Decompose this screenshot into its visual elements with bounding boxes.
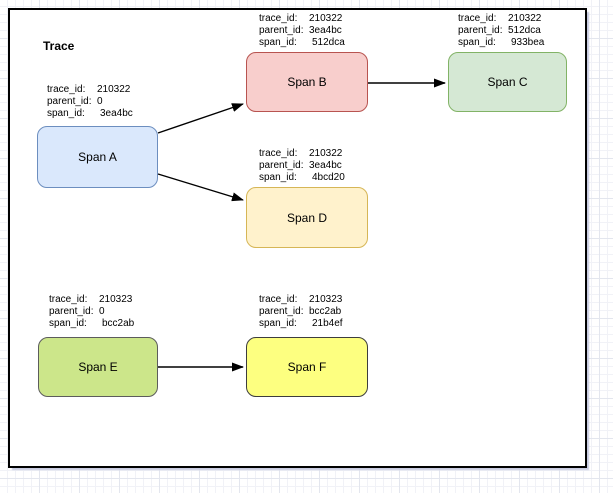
span-c-label: Span C bbox=[487, 75, 528, 89]
annotation-value: 4bcd20 bbox=[312, 172, 345, 183]
annotation-row: trace_id: 210323 bbox=[259, 294, 343, 306]
annotation-value: 210322 bbox=[97, 84, 131, 95]
annotation-row: trace_id: 210322 bbox=[259, 148, 345, 160]
annotation-key: span_id: bbox=[458, 37, 496, 48]
annotation-row: span_id: 512dca bbox=[259, 37, 345, 49]
span-d-annotation: trace_id: 210322 parent_id: 3ea4bc span_id… bbox=[259, 148, 345, 184]
annotation-value: 0 bbox=[99, 306, 105, 317]
annotation-row: span_id: 3ea4bc bbox=[47, 108, 133, 120]
annotation-value: 21b4ef bbox=[312, 318, 343, 329]
arrow-span-a-to-span-b[interactable] bbox=[157, 103, 244, 134]
diagram-title: Trace bbox=[43, 39, 75, 53]
span-d-node[interactable]: Span D bbox=[246, 187, 368, 248]
annotation-key: span_id: bbox=[47, 108, 85, 119]
span-f-label: Span F bbox=[287, 360, 327, 374]
annotation-value: 512dca bbox=[312, 37, 345, 48]
annotation-row: parent_id: 3ea4bc bbox=[259, 160, 345, 172]
annotation-key: parent_id: bbox=[259, 160, 304, 171]
annotation-key: trace_id: bbox=[458, 13, 497, 24]
annotation-key: trace_id: bbox=[259, 148, 298, 159]
annotation-value: 210322 bbox=[309, 13, 343, 24]
span-a-label: Span A bbox=[78, 150, 117, 164]
span-e-label: Span E bbox=[78, 360, 118, 374]
annotation-value: 210323 bbox=[309, 294, 343, 305]
span-f-annotation: trace_id: 210323 parent_id: bcc2ab span_id… bbox=[259, 294, 343, 330]
annotation-value: 512dca bbox=[508, 25, 541, 36]
annotation-key: span_id: bbox=[49, 318, 87, 329]
annotation-key: parent_id: bbox=[259, 25, 304, 36]
annotation-value: 3ea4bc bbox=[309, 160, 342, 171]
annotation-value: 210323 bbox=[99, 294, 133, 305]
annotation-row: span_id: 21b4ef bbox=[259, 318, 343, 330]
annotation-value: 3ea4bc bbox=[309, 25, 342, 36]
span-c-node[interactable]: Span C bbox=[448, 52, 567, 112]
annotation-key: parent_id: bbox=[49, 306, 94, 317]
span-e-node[interactable]: Span E bbox=[38, 337, 158, 397]
span-d-label: Span D bbox=[286, 210, 328, 225]
annotation-key: parent_id: bbox=[47, 96, 92, 107]
annotation-value: bcc2ab bbox=[102, 318, 135, 329]
annotation-value: 933bea bbox=[511, 37, 545, 48]
annotation-row: trace_id: 210322 bbox=[259, 13, 345, 25]
annotation-key: trace_id: bbox=[47, 84, 86, 95]
annotation-value: 0 bbox=[97, 96, 103, 107]
annotation-value: 210322 bbox=[309, 148, 343, 159]
span-c-annotation: trace_id: 210322 parent_id: 512dca span_id… bbox=[458, 13, 544, 49]
annotation-value: bcc2ab bbox=[309, 306, 342, 317]
span-a-annotation: trace_id: 210322 parent_id: 0 span_id: 3ea4… bbox=[47, 84, 133, 120]
annotation-value: 3ea4bc bbox=[100, 108, 133, 119]
annotation-row: trace_id: 210322 bbox=[458, 13, 544, 25]
annotation-key: span_id: bbox=[259, 172, 297, 183]
span-b-annotation: trace_id: 210322 parent_id: 3ea4bc span_id… bbox=[259, 13, 345, 49]
annotation-value: 210322 bbox=[508, 13, 542, 24]
annotation-row: parent_id: 512dca bbox=[458, 25, 544, 37]
annotation-key: parent_id: bbox=[259, 306, 304, 317]
annotation-row: span_id: 933bea bbox=[458, 37, 544, 49]
span-f-node[interactable]: Span F bbox=[246, 337, 368, 397]
annotation-row: trace_id: 210322 bbox=[47, 84, 133, 96]
annotation-row: span_id: bcc2ab bbox=[49, 318, 134, 330]
annotation-row: parent_id: 3ea4bc bbox=[259, 25, 345, 37]
annotation-key: trace_id: bbox=[259, 13, 298, 24]
annotation-row: parent_id: bcc2ab bbox=[259, 306, 343, 318]
annotation-key: span_id: bbox=[259, 318, 297, 329]
span-e-annotation: trace_id: 210323 parent_id: 0 span_id: bcc2… bbox=[49, 294, 134, 330]
annotation-key: span_id: bbox=[259, 37, 297, 48]
annotation-key: trace_id: bbox=[259, 294, 298, 305]
annotation-row: trace_id: 210323 bbox=[49, 294, 134, 306]
span-a-node[interactable]: Span A bbox=[37, 126, 158, 188]
annotation-row: parent_id: 0 bbox=[49, 306, 134, 318]
span-b-node[interactable]: Span B bbox=[246, 52, 368, 112]
annotation-key: parent_id: bbox=[458, 25, 503, 36]
annotation-row: parent_id: 0 bbox=[47, 96, 133, 108]
arrow-span-a-to-span-d[interactable] bbox=[157, 173, 244, 202]
span-b-label: Span B bbox=[287, 75, 327, 89]
annotation-row: span_id: 4bcd20 bbox=[259, 172, 345, 184]
annotation-key: trace_id: bbox=[49, 294, 88, 305]
